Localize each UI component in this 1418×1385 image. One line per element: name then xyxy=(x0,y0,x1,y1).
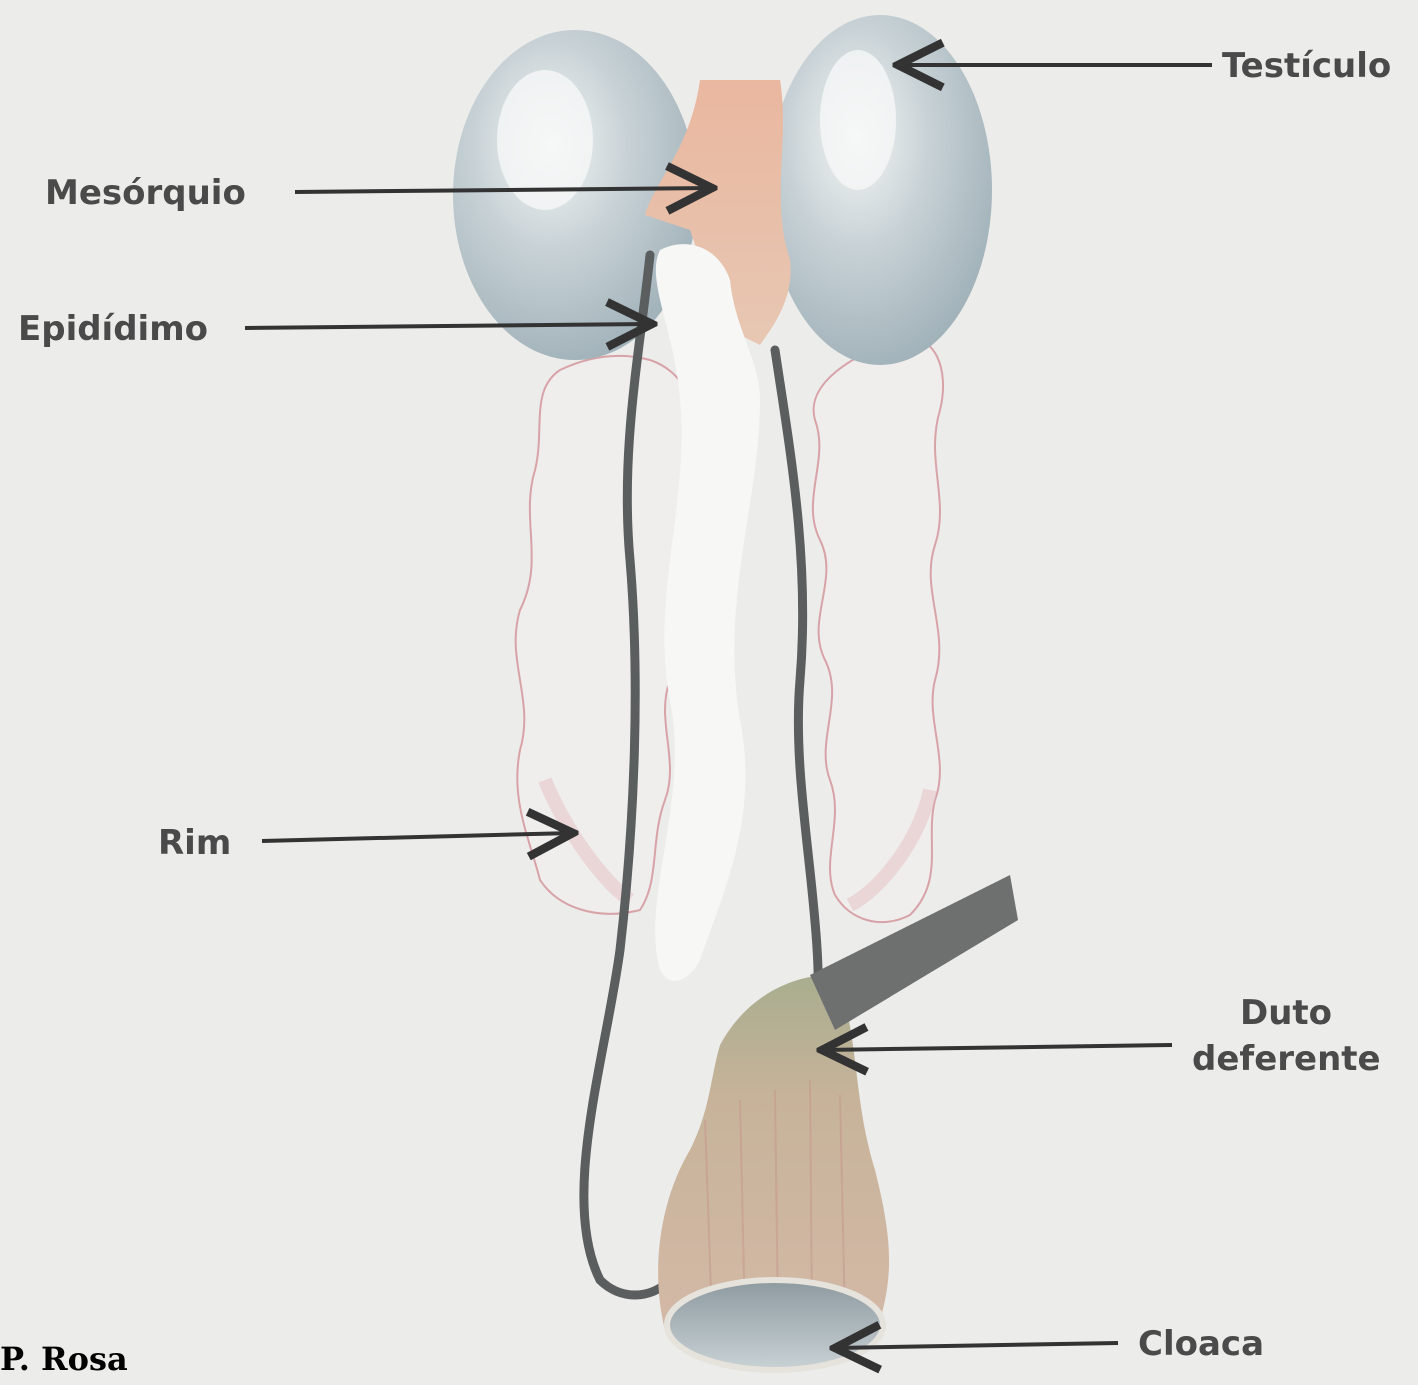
label-mesorquio: Mesórquio xyxy=(45,173,246,213)
label-epididimo: Epidídimo xyxy=(18,309,208,349)
label-cloaca: Cloaca xyxy=(1138,1324,1264,1364)
label-testiculo: Testículo xyxy=(1222,46,1391,86)
label-duto: Duto xyxy=(1240,993,1332,1033)
cloaca-opening xyxy=(667,1280,883,1370)
right-kidney xyxy=(813,338,943,922)
author-credit: P. Rosa xyxy=(0,1340,128,1378)
label-deferente: deferente xyxy=(1192,1039,1381,1079)
label-rim: Rim xyxy=(158,823,231,863)
